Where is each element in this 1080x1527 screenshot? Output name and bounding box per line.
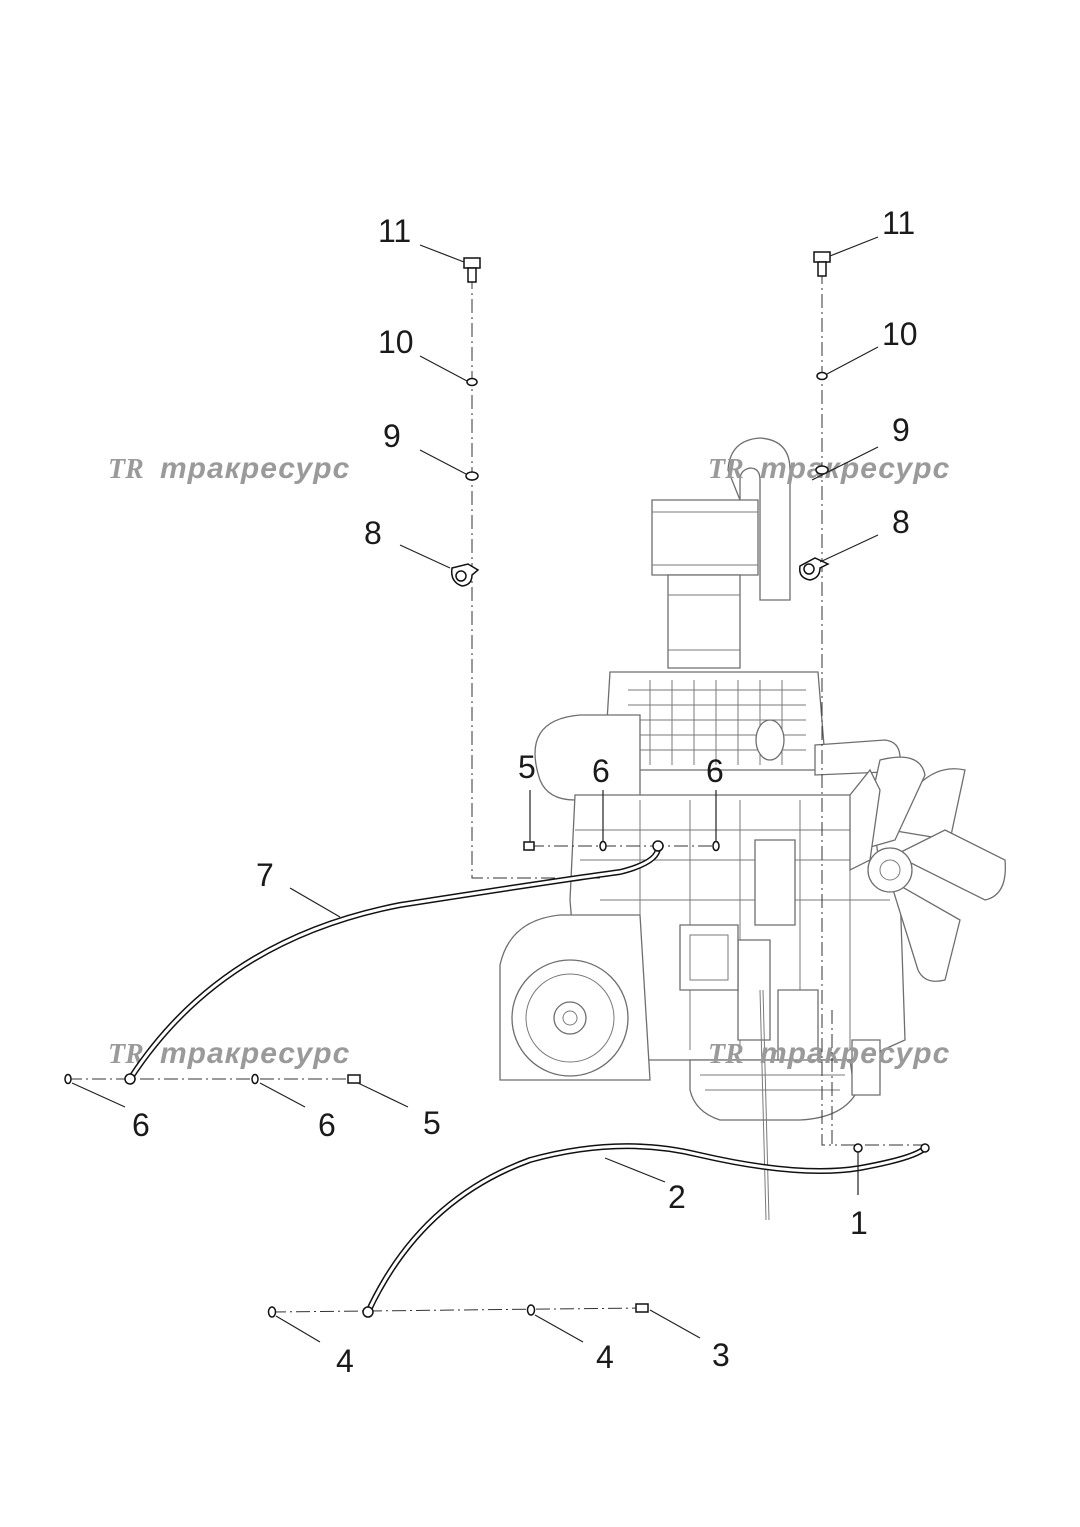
watermark-bottom-right: TR тракресурс bbox=[708, 1037, 950, 1070]
banjo-bolt-3 bbox=[635, 1303, 649, 1313]
fitting-1 bbox=[853, 1143, 863, 1153]
banjo-bolt-5-upper bbox=[523, 841, 535, 851]
leader-lines bbox=[71, 236, 879, 1343]
callout-6-lower-left: 6 bbox=[132, 1107, 150, 1143]
callout-9-right: 9 bbox=[892, 412, 910, 448]
callout-11-left: 11 bbox=[378, 213, 411, 249]
washer-6-lower-middle bbox=[251, 1073, 259, 1085]
washer-6-upper-right bbox=[712, 840, 720, 852]
clamp-8-left bbox=[450, 563, 480, 587]
watermark-top-right: TR тракресурс bbox=[708, 452, 950, 485]
bolt-11-left bbox=[463, 257, 481, 283]
svg-text:тракресурс: тракресурс bbox=[160, 452, 350, 485]
callout-4-left: 4 bbox=[336, 1343, 354, 1379]
callout-10-right: 10 bbox=[882, 316, 918, 352]
callout-2: 2 bbox=[668, 1179, 686, 1215]
washer-6-lower-left bbox=[64, 1073, 72, 1085]
callout-labels: 11 11 10 10 9 9 8 8 5 6 6 7 6 6 5 2 1 4 … bbox=[132, 205, 918, 1379]
washer-10-left bbox=[466, 377, 478, 387]
callout-1: 1 bbox=[850, 1205, 868, 1241]
callout-6-lower-middle: 6 bbox=[318, 1107, 336, 1143]
callout-4-right: 4 bbox=[596, 1339, 614, 1375]
callout-9-left: 9 bbox=[383, 418, 401, 454]
washer-4-left bbox=[267, 1306, 277, 1318]
hose-7-bottom-fitting bbox=[124, 1073, 136, 1085]
hose-2-bottom-fitting bbox=[362, 1306, 374, 1318]
hose-7 bbox=[127, 843, 662, 1082]
callout-8-right: 8 bbox=[892, 504, 910, 540]
svg-text:TR: TR bbox=[708, 454, 744, 485]
engine-illustration bbox=[499, 437, 1006, 1221]
bolt-11-right bbox=[813, 251, 831, 277]
assembly-centerlines bbox=[68, 270, 922, 1313]
hose-2 bbox=[365, 1143, 928, 1315]
banjo-bolt-5-lower bbox=[347, 1074, 361, 1084]
callout-7: 7 bbox=[256, 857, 274, 893]
washer-4-right bbox=[526, 1304, 536, 1316]
washer-6-upper-left bbox=[599, 840, 607, 852]
callout-5-lower: 5 bbox=[423, 1105, 441, 1141]
svg-text:TR: TR bbox=[108, 454, 144, 485]
svg-text:тракресурс: тракресурс bbox=[160, 1037, 350, 1070]
callout-5-upper: 5 bbox=[518, 749, 536, 785]
callout-6-upper-left: 6 bbox=[592, 753, 610, 789]
watermark-top-left: TR тракресурс bbox=[108, 452, 350, 485]
hose-7-top-fitting bbox=[652, 840, 664, 852]
svg-text:TR: TR bbox=[708, 1039, 744, 1070]
callout-10-left: 10 bbox=[378, 324, 414, 360]
callout-3: 3 bbox=[712, 1337, 730, 1373]
hose-2-top-fitting bbox=[920, 1143, 930, 1153]
washer-9-right bbox=[815, 465, 829, 475]
svg-text:тракресурс: тракресурс bbox=[760, 1037, 950, 1070]
washer-9-left bbox=[465, 471, 479, 481]
callout-8-left: 8 bbox=[364, 515, 382, 551]
svg-text:тракресурс: тракресурс bbox=[760, 452, 950, 485]
washer-10-right bbox=[816, 371, 828, 381]
callout-11-right: 11 bbox=[882, 205, 915, 241]
engine-fan bbox=[849, 756, 1006, 982]
callout-6-upper-right: 6 bbox=[706, 753, 724, 789]
clamp-8-right bbox=[798, 557, 830, 581]
